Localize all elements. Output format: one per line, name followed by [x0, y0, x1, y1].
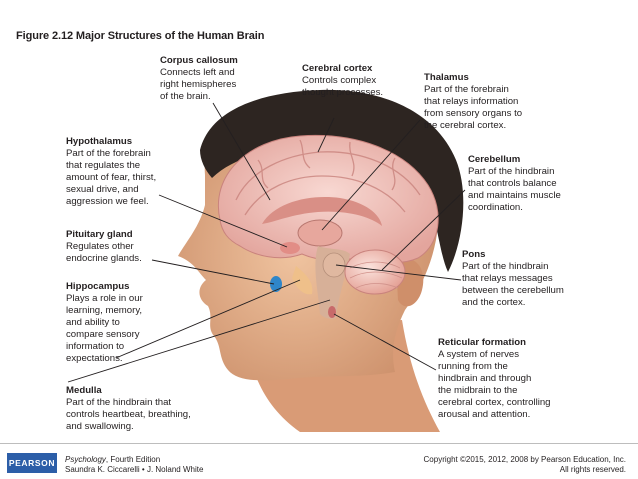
thalamus-title: Thalamus	[424, 72, 469, 83]
leader-hippocampus	[115, 279, 301, 359]
hippocampus-line: Plays a role in our	[66, 293, 143, 304]
pons-line: Part of the hindbrain	[462, 261, 549, 272]
hair-shape	[200, 89, 464, 272]
hypothalamus-line: Part of the forebrain	[66, 148, 151, 159]
copyright-notice: Copyright ©2015, 2012, 2008 by Pearson E…	[424, 455, 626, 475]
cerebral-cortex-line: Controls complex	[302, 75, 377, 86]
rights-line: All rights reserved.	[559, 465, 626, 474]
hippocampus-line: and ability to	[66, 317, 120, 328]
thalamus-line: the cerebral cortex.	[424, 120, 507, 131]
reticular-line: cerebral cortex, controlling	[438, 397, 551, 408]
cerebral-cortex-line: thought processes.	[302, 87, 384, 98]
reticular-line: running from the	[438, 361, 508, 372]
cerebellum-line: Part of the hindbrain	[468, 166, 555, 177]
book-authors: Saundra K. Ciccarelli • J. Noland White	[65, 465, 204, 474]
reticular-line: A system of nerves	[438, 349, 520, 360]
label-hippocampus: Hippocampus Plays a role in our learning…	[66, 281, 143, 365]
hypothalamus-line: that regulates the	[66, 160, 141, 171]
footer-divider	[0, 443, 638, 444]
thalamus-shape	[297, 219, 343, 247]
pituitary-shape	[270, 276, 282, 292]
medulla-line: controls heartbeat, breathing,	[66, 409, 191, 420]
footer: PEARSON Psychology, Fourth Edition Saund…	[0, 444, 638, 479]
brain-illustration	[178, 89, 464, 432]
cortex-folds	[235, 139, 421, 216]
reticular-line: arousal and attention.	[438, 409, 531, 420]
copyright-line: Copyright ©2015, 2012, 2008 by Pearson E…	[423, 455, 626, 464]
label-reticular-formation: Reticular formation A system of nerves r…	[438, 337, 551, 421]
thalamus-line: that relays information	[424, 96, 519, 107]
figure-title: Figure 2.12 Major Structures of the Huma…	[16, 30, 265, 42]
hypothalamus-line: aggression we feel.	[66, 196, 149, 207]
reticular-shape	[328, 306, 336, 318]
pons-title: Pons	[462, 249, 486, 260]
cerebral-cortex-title: Cerebral cortex	[302, 63, 373, 74]
reticular-title: Reticular formation	[438, 337, 526, 348]
cerebellum-title: Cerebellum	[468, 154, 521, 165]
leader-pons	[335, 264, 462, 281]
corpus-callosum-title: Corpus callosum	[160, 55, 238, 66]
leader-thalamus	[321, 119, 421, 231]
book-title: Psychology	[65, 455, 106, 464]
corpus-callosum-shape	[262, 197, 382, 226]
thalamus-line: from sensory organs to	[424, 108, 523, 119]
thalamus-line: Part of the forebrain	[424, 84, 509, 95]
pearson-logo: PEARSON	[7, 453, 57, 473]
leader-cortex	[317, 117, 335, 153]
hypothalamus-line: amount of fear, thirst,	[66, 172, 157, 183]
leader-reticular	[333, 313, 437, 371]
label-pons: Pons Part of the hindbrain that relays m…	[462, 249, 564, 309]
corpus-callosum-line: of the brain.	[160, 91, 211, 102]
pons-line: and the cortex.	[462, 297, 526, 308]
label-cerebral-cortex: Cerebral cortex Controls complex thought…	[302, 63, 383, 99]
pons-line: between the cerebellum	[462, 285, 564, 296]
medulla-line: and swallowing.	[66, 421, 134, 432]
hippocampus-line: information to	[66, 341, 125, 352]
label-pituitary-gland: Pituitary gland Regulates other endocrin…	[66, 229, 142, 265]
book-citation: Psychology, Fourth Edition Saundra K. Ci…	[65, 455, 203, 475]
label-hypothalamus: Hypothalamus Part of the forebrain that …	[66, 136, 156, 208]
medulla-line: Part of the hindbrain that	[66, 397, 172, 408]
cerebellum-folds	[349, 261, 403, 289]
cerebellum-line: that controls balance	[468, 178, 557, 189]
leader-corpus	[212, 102, 271, 201]
label-cerebellum: Cerebellum Part of the hindbrain that co…	[468, 154, 561, 214]
hypothalamus-line: sexual drive, and	[66, 184, 139, 195]
hippocampus-line: learning, memory,	[66, 305, 143, 316]
leader-lines	[67, 102, 466, 383]
pituitary-line: endocrine glands.	[66, 253, 142, 264]
reticular-line: the midbrain to the	[438, 385, 518, 396]
cerebellum-line: and maintains muscle	[468, 190, 561, 201]
leader-hypothalamus	[158, 194, 288, 248]
hippocampus-shape	[292, 266, 313, 295]
pituitary-line: Regulates other	[66, 241, 134, 252]
hippocampus-line: expectations.	[66, 353, 123, 364]
pons-shape	[322, 252, 346, 278]
hypothalamus-title: Hypothalamus	[66, 136, 133, 147]
medulla-title: Medulla	[66, 385, 102, 396]
cerebellum-line: coordination.	[468, 202, 523, 213]
label-thalamus: Thalamus Part of the forebrain that rela…	[424, 72, 522, 132]
pons-line: that relays messages	[462, 273, 553, 284]
leader-cerebellum	[381, 189, 466, 271]
corpus-callosum-line: right hemispheres	[160, 79, 237, 90]
hippocampus-line: compare sensory	[66, 329, 140, 340]
hypothalamus-shape	[280, 242, 300, 254]
reticular-line: hindbrain and through	[438, 373, 532, 384]
corpus-callosum-line: Connects left and	[160, 67, 235, 78]
book-title-line: Psychology, Fourth Edition	[65, 455, 203, 465]
hippocampus-title: Hippocampus	[66, 281, 130, 292]
pituitary-title: Pituitary gland	[66, 229, 133, 240]
book-edition: , Fourth Edition	[105, 455, 161, 464]
leader-medulla	[67, 299, 331, 383]
label-medulla: Medulla Part of the hindbrain that contr…	[66, 385, 191, 433]
leader-pituitary	[151, 259, 275, 285]
label-corpus-callosum: Corpus callosum Connects left and right …	[160, 55, 238, 103]
